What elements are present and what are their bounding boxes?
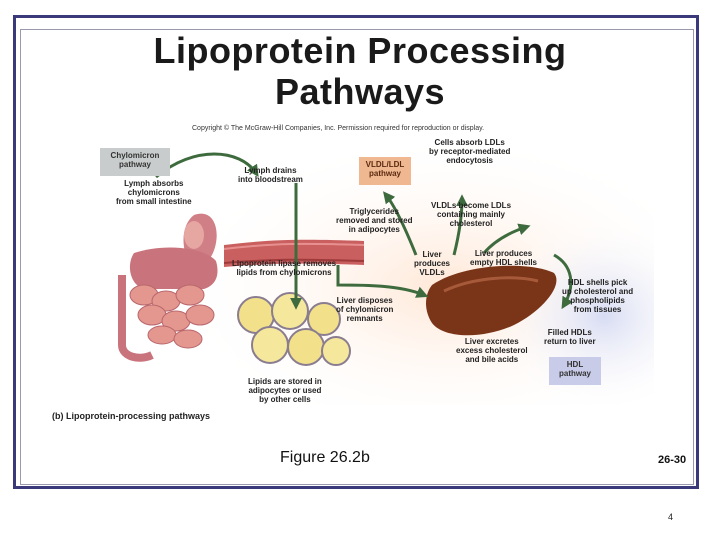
cells-absorb-line-3: endocytosis: [446, 156, 494, 165]
label-filled-hdls: Filled HDLs return to liver: [544, 328, 596, 346]
label-lipoprotein-lipase: Lipoprotein lipase removes lipids from c…: [232, 259, 336, 277]
triglycerides-line-3: in adipocytes: [348, 225, 400, 234]
pathway-figure: Chylomicron pathway VLDL/LDL pathway HDL…: [44, 135, 654, 425]
label-lymph-absorbs: Lymph absorbs chylomicrons from small in…: [116, 179, 192, 206]
cells-absorb-line-2: by receptor-mediated: [429, 147, 511, 156]
vldl-box-line-2: pathway: [368, 169, 401, 178]
hdl-box-line-2: pathway: [558, 369, 591, 378]
slide-inner-border: [20, 29, 694, 485]
title-line-2: Pathways: [274, 71, 446, 112]
liver-disposes-line-3: remnants: [346, 314, 383, 323]
blood-vessel-illustration: [223, 239, 365, 267]
liver-hdl-line-2: empty HDL shells: [470, 258, 537, 267]
lipoprotein-lipase-line-1: Lipoprotein lipase removes: [232, 259, 337, 268]
filled-hdls-line-1: Filled HDLs: [547, 328, 592, 337]
label-liver-disposes: Liver disposes of chylomicron remnants: [336, 296, 393, 323]
liver-excretes-line-1: Liver excretes: [464, 337, 519, 346]
liver-vldls-line-3: VLDLs: [419, 268, 445, 277]
vldls-become-line-3: cholesterol: [449, 219, 493, 228]
lymph-absorbs-line-3: from small intestine: [116, 197, 192, 206]
slide-title: Lipoprotein Processing Pathways: [0, 30, 720, 112]
label-vldls-become: VLDLs become LDLs containing mainly chol…: [431, 201, 511, 228]
chylomicron-box-line-2: pathway: [118, 160, 151, 169]
hdl-shells-line-4: from tissues: [573, 305, 622, 314]
liver-excretes-line-2: excess cholesterol: [456, 346, 528, 355]
lipids-stored-line-2: adipocytes or used: [248, 386, 322, 395]
label-cells-absorb: Cells absorb LDLs by receptor-mediated e…: [429, 138, 510, 165]
lipoprotein-lipase-line-2: lipids from chylomicrons: [236, 268, 332, 277]
hdl-shells-line-1: HDL shells pick: [567, 278, 628, 287]
page-number: 4: [668, 512, 674, 522]
hdl-shells-line-3: phospholipids: [570, 296, 625, 305]
hdl-shells-line-2: up cholesterol and: [562, 287, 634, 296]
label-liver-excretes: Liver excretes excess cholesterol and bi…: [456, 337, 528, 364]
vldl-box-line-1: VLDL/LDL: [365, 160, 405, 169]
vldl-ldl-pathway-box: VLDL/LDL pathway: [359, 157, 411, 185]
label-liver-produces-vldls: Liver produces VLDLs: [414, 250, 450, 277]
label-hdl-shells: HDL shells pick up cholesterol and phosp…: [562, 278, 633, 314]
triglycerides-line-1: Triglycerides: [349, 207, 399, 216]
lymph-drains-line-1: Lymph drains: [244, 166, 297, 175]
liver-vldls-line-1: Liver: [422, 250, 442, 259]
slide-code: 26-30: [658, 454, 687, 466]
lipids-stored-line-3: by other cells: [259, 395, 311, 404]
hdl-box-line-1: HDL: [566, 360, 584, 369]
label-liver-produces-hdl: Liver produces empty HDL shells: [470, 249, 537, 267]
liver-illustration: [426, 265, 557, 336]
lymph-drains-line-2: into bloodstream: [238, 175, 303, 184]
liver-hdl-line-1: Liver produces: [474, 249, 533, 258]
filled-hdls-line-2: return to liver: [544, 337, 596, 346]
copyright-notice: Copyright © The McGraw-Hill Companies, I…: [192, 125, 485, 132]
liver-excretes-line-3: and bile acids: [465, 355, 519, 364]
vldls-become-line-2: containing mainly: [437, 210, 506, 219]
label-triglycerides: Triglycerides removed and stored in adip…: [336, 207, 412, 234]
lymph-absorbs-line-1: Lymph absorbs: [124, 179, 184, 188]
chylomicron-pathway-box: Chylomicron pathway: [100, 148, 170, 176]
lymph-absorbs-line-2: chylomicrons: [127, 188, 180, 197]
adipocyte-cluster-illustration: [237, 292, 351, 366]
chylomicron-box-line-1: Chylomicron: [110, 151, 160, 160]
liver-disposes-line-1: Liver disposes: [336, 296, 393, 305]
liver-vldls-line-2: produces: [414, 259, 451, 268]
label-lymph-drains: Lymph drains into bloodstream: [238, 166, 303, 184]
lipids-stored-line-1: Lipids are stored in: [248, 377, 322, 386]
figure-caption: (b) Lipoprotein-processing pathways: [52, 411, 211, 421]
figure-number: Figure 26.2b: [280, 449, 370, 466]
title-line-1: Lipoprotein Processing: [153, 30, 567, 71]
digestive-tract-illustration: [118, 213, 218, 362]
cells-absorb-line-1: Cells absorb LDLs: [434, 138, 505, 147]
triglycerides-line-2: removed and stored: [336, 216, 413, 225]
liver-disposes-line-2: of chylomicron: [336, 305, 394, 314]
vldls-become-line-1: VLDLs become LDLs: [431, 201, 512, 210]
hdl-pathway-box: HDL pathway: [549, 357, 601, 385]
label-lipids-stored: Lipids are stored in adipocytes or used …: [248, 377, 322, 404]
